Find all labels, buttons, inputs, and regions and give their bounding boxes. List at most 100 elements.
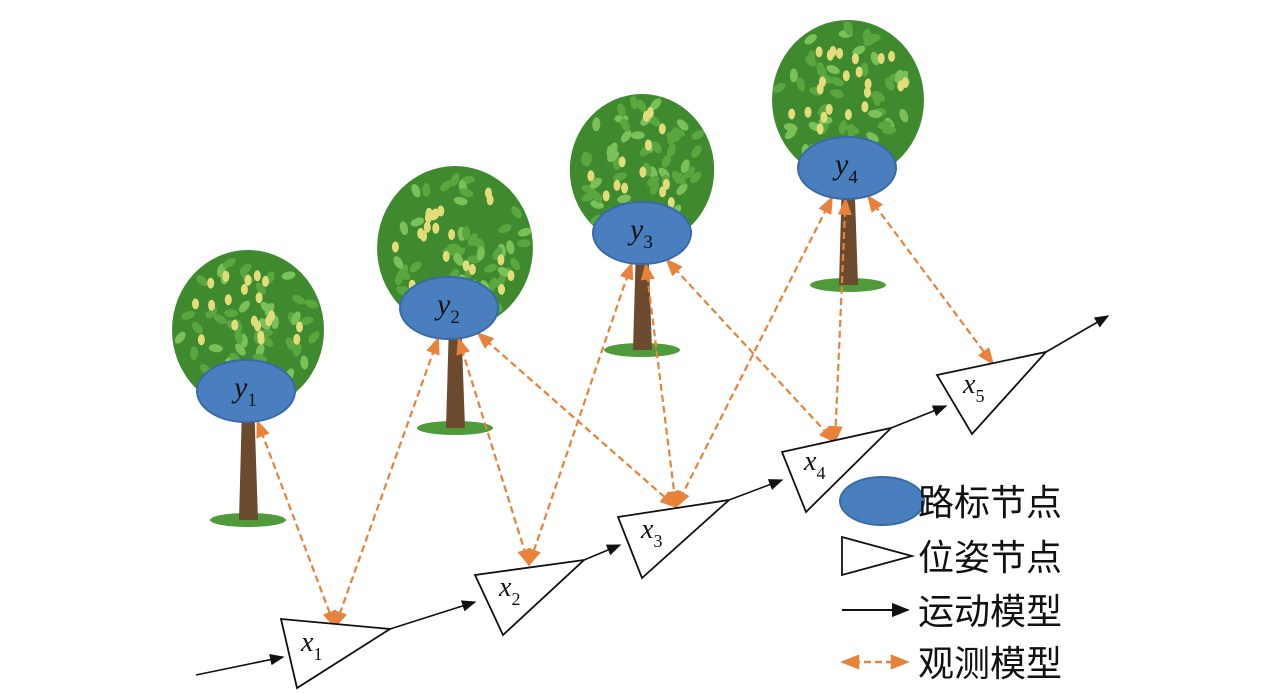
landmark-var: y — [832, 148, 849, 181]
tree-leaf — [617, 194, 631, 204]
tree-leaf — [690, 171, 702, 184]
tree-leaf — [866, 33, 881, 43]
tree-leaf — [205, 307, 218, 319]
tree-leaf — [208, 344, 223, 353]
tree-leaf — [190, 346, 199, 361]
pose-sub: 1 — [313, 644, 322, 664]
tree-pear — [587, 170, 595, 182]
tree-leaf — [868, 109, 883, 118]
tree-pear — [851, 53, 859, 65]
landmark-node-3: y3 — [592, 201, 692, 265]
tree-pear — [486, 194, 494, 206]
tree-pear — [448, 229, 456, 241]
tree-pear — [265, 315, 273, 327]
legend-item-observation: 观测模型 — [840, 644, 1062, 685]
pose-label: x3 — [640, 514, 662, 551]
tree-leaf — [646, 175, 660, 187]
tree-leaf — [592, 117, 601, 132]
tree-leaf — [796, 77, 806, 92]
tree-pear — [815, 46, 823, 58]
tree-pear — [253, 270, 261, 282]
tree-leaf — [617, 103, 626, 117]
tree-leaf — [450, 173, 460, 187]
tree-leaf — [636, 99, 647, 113]
tree-pear — [222, 270, 230, 282]
tree-leaf — [439, 180, 452, 192]
pose-var: x — [640, 514, 654, 545]
pose-sub: 5 — [975, 386, 984, 406]
tree-leaf — [630, 131, 645, 140]
tree-pear — [864, 78, 872, 90]
tree-pear — [224, 294, 232, 306]
observation-edge — [527, 261, 634, 567]
tree-leaf — [899, 108, 909, 123]
tree-leaf — [488, 277, 498, 292]
tree-pear — [257, 333, 265, 345]
pose-node-5: x5 — [935, 350, 1049, 436]
tree-leaf — [292, 294, 306, 305]
tree-leaf — [259, 318, 271, 330]
tree-leaf — [397, 269, 411, 280]
pose-triangle — [780, 426, 894, 514]
observation-edge — [866, 194, 995, 366]
tree-pear — [423, 221, 431, 233]
observation-edge — [640, 262, 682, 509]
tree-leaf — [213, 314, 227, 325]
legend-pose-label: 位姿节点 — [918, 538, 1062, 579]
legend-landmark-symbol — [839, 476, 925, 526]
tree-pear — [901, 77, 909, 89]
tree-pear — [192, 298, 199, 310]
tree-pear — [855, 66, 863, 78]
tree-leaf — [467, 233, 478, 246]
tree-leaf — [581, 151, 590, 166]
observation-edge — [476, 331, 678, 509]
tree-leaf — [684, 166, 695, 179]
tree-leaf — [510, 257, 520, 271]
tree-leaf — [393, 256, 404, 269]
tree-leaf — [299, 316, 314, 326]
landmark-node-1: y1 — [196, 359, 296, 423]
tree-leaf — [789, 68, 798, 83]
tree-pear — [293, 333, 301, 345]
tree-leaf — [629, 95, 639, 110]
tree-pear — [836, 47, 844, 59]
tree-leaf — [676, 183, 688, 196]
landmark-ellipse — [592, 201, 692, 265]
tree-leaf — [506, 240, 515, 255]
tree-pear — [639, 166, 647, 178]
pose-node-2: x2 — [473, 558, 587, 637]
tree-leaf — [483, 263, 498, 273]
tree-leaf — [691, 130, 705, 140]
tree-pear — [618, 156, 626, 168]
motion-edge — [728, 479, 784, 501]
tree-leaf — [399, 221, 409, 236]
tree-leaf — [308, 331, 320, 344]
landmark-ellipse — [797, 136, 897, 200]
tree-leaf — [196, 275, 208, 287]
tree-leaf — [191, 321, 203, 334]
tree-leaf — [592, 190, 603, 204]
tree-leaf — [581, 192, 595, 202]
tree-pear — [613, 179, 621, 191]
tree-leaf — [607, 151, 620, 162]
tree-leaf — [497, 267, 511, 277]
tree-pear — [829, 46, 837, 57]
legend-item-motion: 运动模型 — [842, 592, 1062, 633]
landmark-sub: 3 — [643, 232, 653, 253]
tree-pear — [621, 182, 629, 194]
landmark-sub: 4 — [848, 167, 858, 188]
tree-leaf — [476, 246, 485, 261]
tree-leaf — [181, 310, 195, 320]
tree-pear — [442, 250, 450, 262]
tree-pear — [262, 275, 269, 287]
tree-leaf — [816, 62, 825, 77]
tree-pear — [437, 205, 445, 217]
tree-leaf — [285, 337, 295, 351]
tree-leaf — [518, 227, 532, 237]
tree-leaf — [872, 92, 881, 106]
tree-leaf — [804, 34, 817, 45]
pose-triangle — [616, 498, 732, 580]
tree-leaf — [675, 172, 686, 185]
